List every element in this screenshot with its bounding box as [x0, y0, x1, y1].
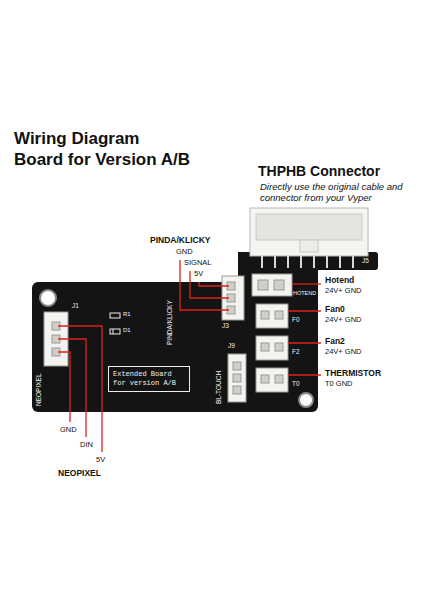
jst-connector [252, 274, 292, 296]
jst-connector [256, 304, 288, 328]
jst-connector [256, 368, 288, 392]
pin-name: 24V+ GND [324, 348, 362, 357]
port-label: THERMISTOR [324, 369, 382, 379]
thphb-connector [274, 256, 276, 268]
leader-line [180, 260, 229, 310]
note-text: Directly use the original cable and conn… [260, 182, 410, 204]
jst-connector [228, 354, 246, 402]
silkscreen-label: R1 [123, 311, 131, 318]
connector-pin [52, 280, 284, 394]
smd-component [110, 313, 120, 334]
silkscreen-label: NEOPIXEL [35, 373, 42, 406]
thphb-connector [352, 256, 354, 268]
smd-component [110, 329, 120, 334]
diagram-title: Wiring Diagram Board for Version A/B [14, 128, 190, 170]
silkscreen-label: F0 [292, 316, 300, 323]
silkscreen-label: PINDA/KLICKY [166, 300, 173, 345]
mounting-hole [40, 290, 56, 306]
connector-pin [261, 375, 269, 383]
thphb-connector [300, 256, 302, 268]
connector-pin [233, 374, 241, 382]
connector-pin [261, 343, 269, 351]
jst-connector [44, 274, 292, 402]
jst-connector [256, 336, 288, 360]
thphb-connector [250, 208, 368, 268]
thphb-connector [313, 256, 315, 268]
silkscreen-text: Extended Board for version A/B [113, 370, 185, 388]
silkscreen-label: BL-TOUCH [215, 371, 222, 404]
leader-line [58, 352, 70, 422]
mounting-hole [299, 393, 313, 407]
silkscreen-label: HOTEND [293, 290, 316, 296]
pin-name: 24V+ GND [324, 287, 362, 296]
pin-name: 5V [96, 456, 105, 465]
port-label: Fan0 [324, 305, 346, 315]
leader-line [292, 283, 321, 284]
silkscreen-label: D1 [123, 327, 131, 334]
thphb-connector [261, 256, 263, 268]
leader-line [288, 374, 321, 375]
leader-line [58, 260, 321, 452]
pcb-board [32, 252, 378, 412]
leader-line [58, 339, 86, 437]
thphb-connector [262, 256, 353, 268]
silkscreen-label: J3 [222, 322, 229, 329]
mounting-hole [40, 290, 313, 407]
thphb-connector [256, 214, 362, 240]
pcb-board [32, 282, 318, 412]
pin-name: DIN [80, 441, 93, 450]
pin-name: 24V+ GND [324, 316, 362, 325]
silkscreen-label: J9 [228, 342, 235, 349]
leader-line [288, 310, 321, 311]
leader-line [288, 342, 321, 343]
connector-pin [275, 375, 283, 383]
thphb-connector [300, 240, 318, 252]
connector-pin [275, 311, 283, 319]
connector-title: THPHB Connector [258, 163, 380, 179]
thphb-connector [326, 256, 328, 268]
thphb-connector [339, 256, 341, 268]
port-label: Hotend [324, 276, 355, 286]
connector-pin [233, 362, 241, 370]
pin-name: 5V [194, 270, 203, 279]
connector-pin [261, 311, 269, 319]
leader-line [199, 282, 229, 286]
thphb-connector [250, 208, 368, 256]
pin-name: GND [176, 248, 193, 257]
connector-pin [275, 343, 283, 351]
connector-pin [233, 386, 241, 394]
pin-name: GND [60, 426, 77, 435]
port-label: PINDA/KLICKY [150, 236, 210, 246]
silkscreen-box: Extended Board for version A/B [108, 366, 190, 392]
silkscreen-label: F2 [292, 348, 300, 355]
port-label: NEOPIXEL [58, 469, 101, 479]
silkscreen-label: J5 [362, 257, 369, 264]
leader-line [190, 271, 229, 298]
smd-component [113, 329, 114, 334]
port-label: Fan2 [324, 337, 346, 347]
connector-pin [274, 280, 284, 290]
leader-line [58, 326, 102, 452]
connector-pin [258, 280, 268, 290]
silkscreen-label: J1 [72, 302, 79, 309]
silkscreen-label: T0 [292, 380, 300, 387]
thphb-connector [287, 256, 289, 268]
smd-component [110, 313, 120, 318]
pin-name: T0 GND [324, 380, 354, 389]
pin-name: SIGNAL [184, 259, 212, 268]
